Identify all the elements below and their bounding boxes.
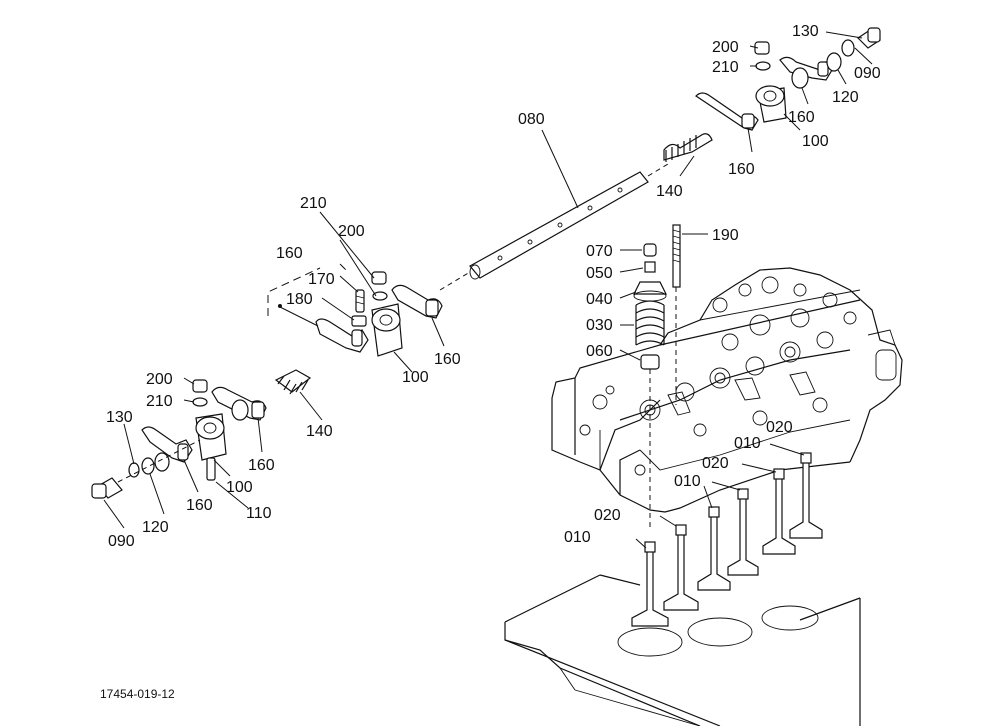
leader-lines <box>103 31 873 549</box>
callout-120-left: 120 <box>142 519 169 536</box>
callout-160-group: 160 <box>276 245 303 262</box>
callout-010-left: 010 <box>564 529 591 546</box>
callout-090-upper: 090 <box>854 65 881 82</box>
callout-120-upper: 120 <box>832 89 859 106</box>
callout-180: 180 <box>286 291 313 308</box>
engine-block <box>504 574 861 726</box>
callout-130-upper: 130 <box>792 23 819 40</box>
callout-110: 110 <box>246 505 272 522</box>
callout-160-left-a: 160 <box>248 457 275 474</box>
callout-080: 080 <box>518 111 545 128</box>
callout-160-upper-b: 160 <box>728 161 755 178</box>
callout-100-upper: 100 <box>802 133 829 150</box>
callout-210-upper: 210 <box>712 59 739 76</box>
valve-spring-stack <box>633 224 681 530</box>
callout-030: 030 <box>586 317 613 334</box>
cylinder-head <box>551 267 903 513</box>
callout-190: 190 <box>712 227 739 244</box>
callout-200-upper: 200 <box>712 39 739 56</box>
callout-100-left: 100 <box>226 479 253 496</box>
callout-040: 040 <box>586 291 613 308</box>
callout-090-left: 090 <box>108 533 135 550</box>
callout-160-left-b: 160 <box>186 497 213 514</box>
callout-labels: 200 210 130 090 120 160 100 160 140 080 … <box>106 23 881 550</box>
spring-140-middle <box>274 369 312 395</box>
callout-200-left: 200 <box>146 371 173 388</box>
callout-020-left: 020 <box>594 507 621 524</box>
valves <box>631 452 823 627</box>
callout-160-upper-a: 160 <box>788 109 815 126</box>
left-rocker-assembly <box>91 379 267 499</box>
callout-020-mid: 020 <box>702 455 729 472</box>
callout-010-mid: 010 <box>674 473 701 490</box>
callout-170: 170 <box>308 271 335 288</box>
callout-140-middle: 140 <box>306 423 333 440</box>
callout-070: 070 <box>586 243 613 260</box>
callout-100-middle: 100 <box>402 369 429 386</box>
middle-rocker-assembly <box>315 271 443 357</box>
callout-020-right: 020 <box>766 419 793 436</box>
callout-200-middle: 200 <box>338 223 365 240</box>
rocker-shaft <box>439 163 669 291</box>
callout-130-left: 130 <box>106 409 133 426</box>
callout-140-upper: 140 <box>656 183 683 200</box>
callout-210-middle: 210 <box>300 195 327 212</box>
callout-010-right: 010 <box>734 435 761 452</box>
drawing-reference-code: 17454-019-12 <box>100 687 175 701</box>
callout-050: 050 <box>586 265 613 282</box>
callout-060: 060 <box>586 343 613 360</box>
callout-210-left: 210 <box>146 393 173 410</box>
callout-160-middle: 160 <box>434 351 461 368</box>
